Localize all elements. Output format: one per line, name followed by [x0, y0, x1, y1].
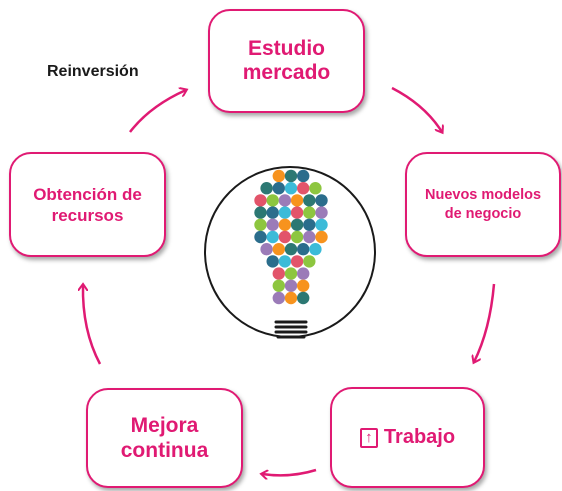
bulb-dot [272, 279, 285, 292]
bulb-dot [309, 243, 322, 256]
bulb-dot [290, 230, 304, 244]
arrow-trabajo-to-mejora [262, 468, 317, 475]
bulb-dot [266, 230, 279, 244]
arrow-estudio-to-nuevos [391, 86, 442, 132]
bulb-dot [278, 255, 292, 268]
bulb-dot [284, 243, 298, 256]
bulb-dot [266, 194, 279, 207]
bulb-dot [278, 206, 292, 219]
arrow-mejora-to-obtencion [83, 285, 102, 365]
bulb-dot [309, 182, 322, 195]
bulb-dot [315, 206, 328, 219]
bulb-dot [272, 169, 285, 183]
bulb-dot [297, 267, 310, 280]
bulb-dot [290, 218, 304, 231]
bulb-dot [303, 194, 316, 207]
node-mejora-line-1: Mejora [130, 414, 199, 437]
bulb-dot [303, 230, 316, 244]
arrow-obtencion-to-estudio [129, 90, 186, 133]
bulb-dot [290, 206, 304, 219]
bulb-dot [260, 243, 273, 256]
lightbulb-base [274, 320, 308, 339]
bulb-dot [315, 194, 328, 207]
bulb-dot [297, 243, 310, 256]
bulb-dot [266, 255, 279, 268]
bulb-dot [290, 255, 304, 268]
arrow-nuevos-to-trabajo [474, 283, 496, 362]
bulb-dot [284, 279, 298, 292]
bulb-dot [315, 230, 328, 244]
bulb-dot [284, 291, 298, 305]
bulb-dot [303, 218, 316, 231]
node-obtencion-recursos: Obtención de recursos [9, 152, 166, 257]
node-estudio-line-1: Estudio [247, 37, 325, 60]
lightbulb-dots [254, 169, 328, 305]
node-estudio-mercado: Estudio mercado [208, 9, 365, 113]
node-nuevos-modelos: Nuevos modelos de negocio [405, 152, 561, 257]
bulb-dot [297, 291, 310, 305]
bulb-dot [254, 230, 267, 244]
node-mejora-continua: Mejora continua [86, 388, 243, 488]
bulb-dot [254, 194, 267, 207]
node-estudio-line-2: mercado [242, 61, 331, 84]
bulb-dot [278, 194, 292, 207]
bulb-dot [254, 206, 267, 219]
bulb-dot [284, 182, 298, 195]
node-nuevos-line-1: Nuevos modelos [424, 186, 542, 203]
bulb-dot [297, 182, 310, 195]
node-nuevos-line-2: de negocio [444, 205, 522, 222]
bulb-dot [260, 182, 273, 195]
bulb-dot [284, 169, 298, 183]
bulb-dot [254, 218, 267, 231]
bulb-dot [303, 206, 316, 219]
node-trabajo: ↑ Trabajo [330, 387, 485, 488]
bulb-dot [278, 218, 292, 231]
bulb-dot [297, 169, 310, 183]
bulb-dot [278, 230, 292, 244]
node-obtencion-line-1: Obtención de [33, 184, 142, 204]
node-trabajo-label: Trabajo [383, 426, 456, 448]
bulb-dot [272, 182, 285, 195]
bulb-dot [266, 206, 279, 219]
bulb-dot [272, 291, 285, 305]
bulb-dot [303, 255, 316, 268]
bulb-dot [284, 267, 298, 280]
bulb-dot [297, 279, 310, 292]
reinversion-label: Reinversión [47, 63, 139, 80]
node-obtencion-line-2: recursos [51, 205, 124, 225]
bulb-dot [290, 194, 304, 207]
node-mejora-line-2: continua [120, 439, 209, 462]
bulb-dot [272, 267, 285, 280]
bulb-dot [272, 243, 285, 256]
lightbulb-icon [204, 166, 376, 339]
upload-arrow-icon: ↑ [359, 427, 378, 448]
bulb-dot [266, 218, 279, 231]
bulb-dot [315, 218, 328, 231]
